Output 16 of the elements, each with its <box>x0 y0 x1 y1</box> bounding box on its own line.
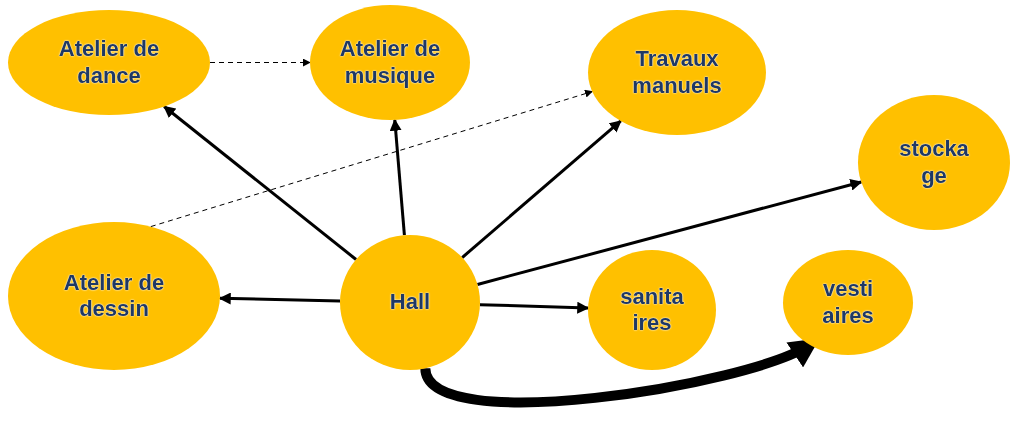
node-label: stocka ge <box>898 136 970 189</box>
arrow <box>461 119 622 259</box>
arrow <box>389 118 406 236</box>
arrow <box>479 301 590 314</box>
node-label: Atelier de musique <box>338 36 442 89</box>
arrow <box>163 105 357 261</box>
node-label: Atelier de dessin <box>62 269 166 323</box>
dashed-arrow <box>150 89 593 228</box>
node-label: Travaux manuels <box>631 46 723 99</box>
node-label: vesti aires <box>821 276 875 329</box>
dashed-arrow <box>209 58 311 67</box>
node-label: sanita ires <box>619 283 685 337</box>
node-label: Atelier de dance <box>57 36 161 89</box>
arrow <box>477 178 863 286</box>
node-label: Hall <box>389 289 431 316</box>
arrow <box>218 292 341 305</box>
